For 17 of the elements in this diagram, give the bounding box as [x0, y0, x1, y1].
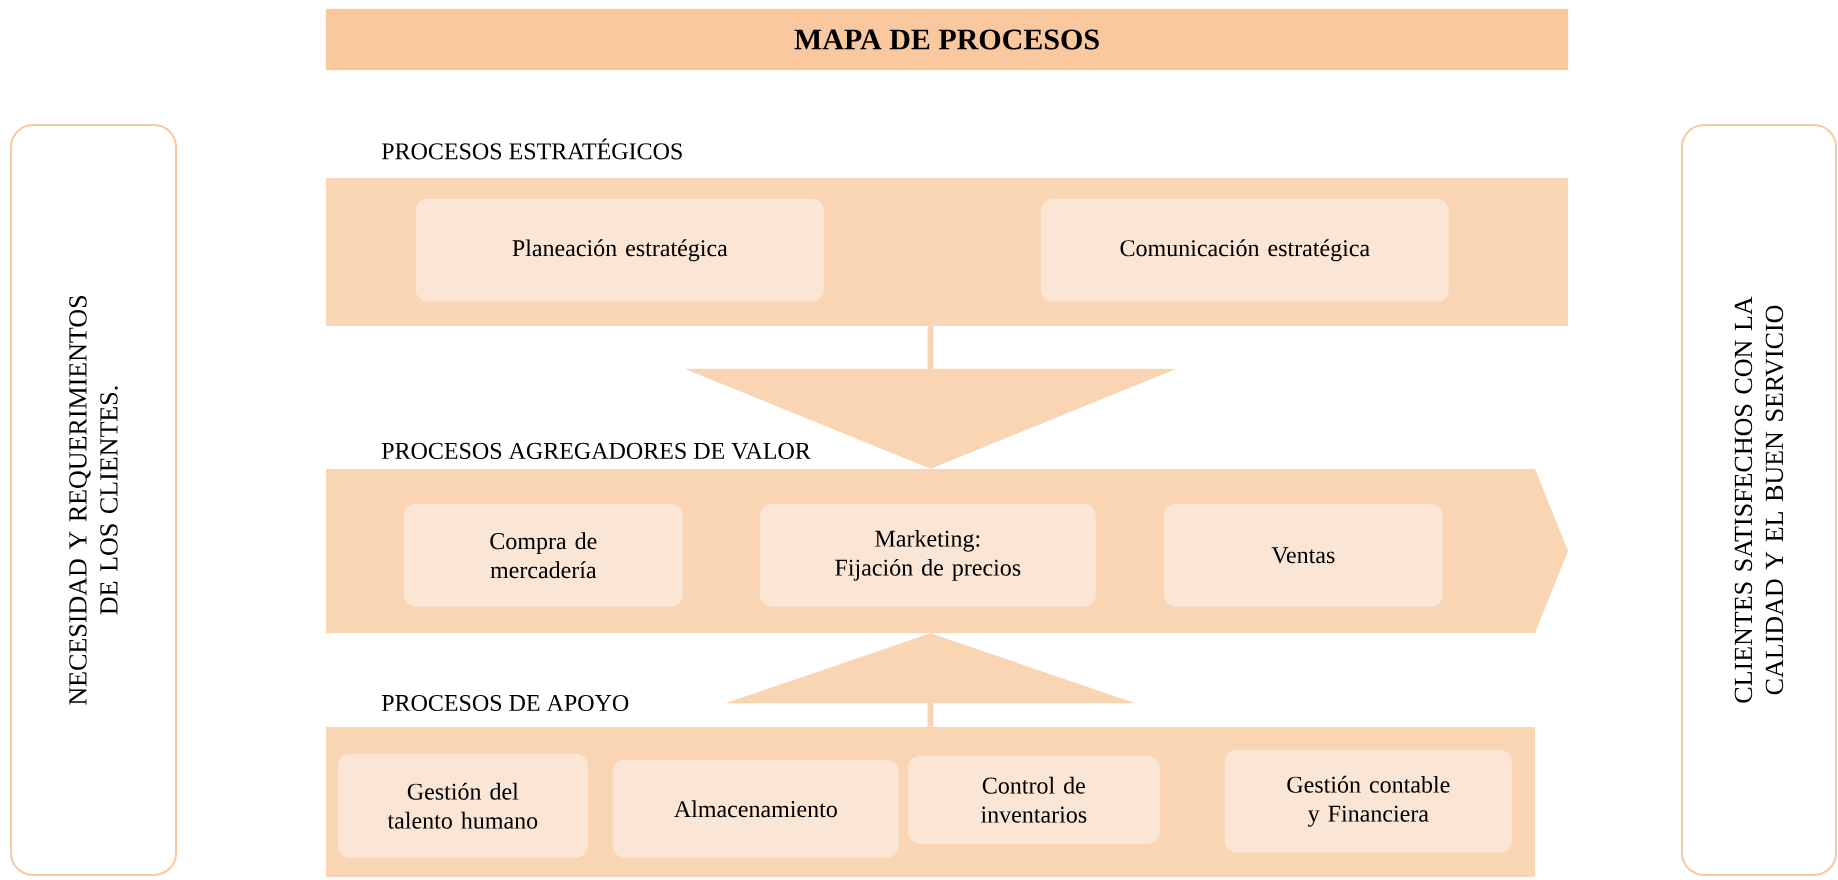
- side-box: CLIENTES SATISFECHOS CON LA CALIDAD Y EL BUEN SERVICIO: [1681, 124, 1837, 876]
- block-arrow: [725, 633, 1136, 727]
- title-bar: MAPA DE PROCESOS: [325, 8, 1569, 71]
- process-box: Marketing: Fijación de precios: [759, 503, 1096, 607]
- process-box: Gestión contable y Financiera: [1224, 749, 1512, 853]
- process-box: Ventas: [1163, 503, 1443, 607]
- node-label: PROCESOS DE APOYO: [381, 694, 629, 712]
- process-box: Control de inventarios: [907, 755, 1160, 844]
- process-box: Almacenamiento: [612, 759, 899, 858]
- process-box: Gestión del talento humano: [337, 753, 588, 858]
- process-box: Planeación estratégica: [415, 198, 824, 302]
- node-label: PROCESOS ESTRATÉGICOS: [381, 138, 682, 160]
- process-box: Compra de mercadería: [403, 503, 683, 607]
- side-box: NECESIDAD Y REQUERIMIENTOS DE LOS CLIENTES.: [10, 124, 177, 876]
- process-box: Comunicación estratégica: [1040, 198, 1449, 302]
- node-label: PROCESOS AGREGADORES DE VALOR: [381, 442, 811, 460]
- block-arrow: [684, 326, 1177, 469]
